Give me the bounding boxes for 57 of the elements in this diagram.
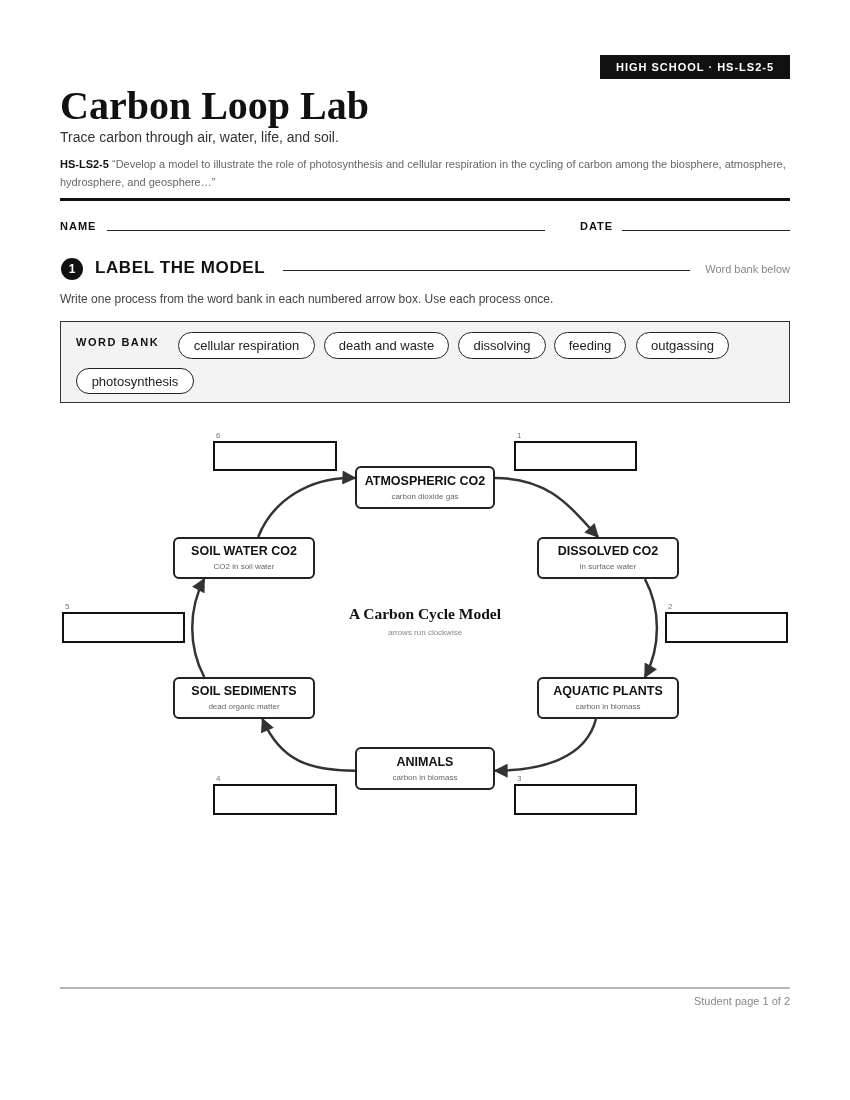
worksheet-title: Carbon Loop Lab — [60, 84, 369, 128]
box-number: 2 — [668, 602, 673, 611]
answer-box — [213, 441, 337, 471]
reservoir-note: carbon in biomass — [575, 701, 641, 712]
box-number: 1 — [517, 431, 522, 440]
reservoir-box — [537, 537, 679, 579]
page-number: Student page 1 of 2 — [692, 995, 790, 1007]
field-label: NAME — [60, 220, 97, 232]
section-heading: LABEL THE MODEL — [95, 258, 266, 278]
model-name: A Carbon Cycle Model — [348, 605, 502, 623]
reservoir-name: AQUATIC PLANTS — [553, 684, 663, 699]
model-note: arrows run clockwise — [386, 628, 464, 637]
reservoir-note: dead organic matter — [208, 701, 280, 712]
word-bank-heading: WORD BANK — [76, 336, 160, 348]
field-label: DATE — [580, 220, 614, 232]
reservoir-box — [173, 537, 315, 579]
standard-badge: HIGH SCHOOL · HS-LS2-5 — [600, 55, 790, 79]
reservoir-name: SOIL SEDIMENTS — [191, 684, 297, 699]
word-bank-panel — [60, 321, 790, 403]
answer-box — [213, 784, 337, 815]
reservoir-name: ATMOSPHERIC CO2 — [364, 473, 486, 489]
answer-box — [514, 784, 637, 815]
side-note: Word bank below — [704, 263, 790, 275]
reservoir-note: in surface water — [579, 561, 637, 572]
section-number: 1 — [61, 258, 83, 280]
arrow — [257, 471, 357, 538]
box-number: 3 — [517, 774, 522, 783]
word-chip: outgassing — [636, 332, 729, 359]
subtitle: Trace carbon through air, water, life, and soil. — [60, 129, 339, 145]
word-chip: cellular respiration — [178, 332, 315, 359]
reservoir-box — [355, 466, 495, 509]
reservoir-name: DISSOLVED CO2 — [557, 544, 659, 559]
box-number: 4 — [216, 774, 221, 783]
answer-box — [62, 612, 185, 643]
reservoir-box — [537, 677, 679, 719]
arrow — [191, 577, 206, 678]
reservoir-box — [355, 747, 495, 790]
word-chip: dissolving — [458, 332, 546, 359]
answer-box — [514, 441, 637, 471]
reservoir-note: carbon dioxide gas — [391, 490, 459, 502]
arrow — [493, 718, 598, 778]
word-chip: death and waste — [324, 332, 449, 359]
reservoir-name: SOIL WATER CO2 — [191, 544, 297, 559]
word-chip: feeding — [554, 332, 626, 359]
arrow — [494, 476, 599, 539]
box-number: 5 — [65, 602, 70, 611]
word-chip: photosynthesis — [76, 368, 194, 394]
standard-text: HS-LS2-5 “Develop a model to illustrate the role of photosynthesis and cellular respiration in the cycling of carbon among the biosphere, atmosphere, hydrosphere, and geosphere…” — [60, 157, 787, 190]
arrow — [643, 578, 659, 679]
instructions: Write one process from the word bank in each numbered arrow box. Use each process once. — [60, 292, 554, 306]
reservoir-note: CO2 in soil water — [213, 561, 275, 572]
reservoir-name: ANIMALS — [396, 754, 454, 770]
reservoir-box — [173, 677, 315, 719]
answer-box — [665, 612, 788, 643]
arrow — [261, 717, 356, 772]
box-number: 6 — [216, 431, 221, 440]
reservoir-note: carbon in biomass — [392, 771, 458, 783]
